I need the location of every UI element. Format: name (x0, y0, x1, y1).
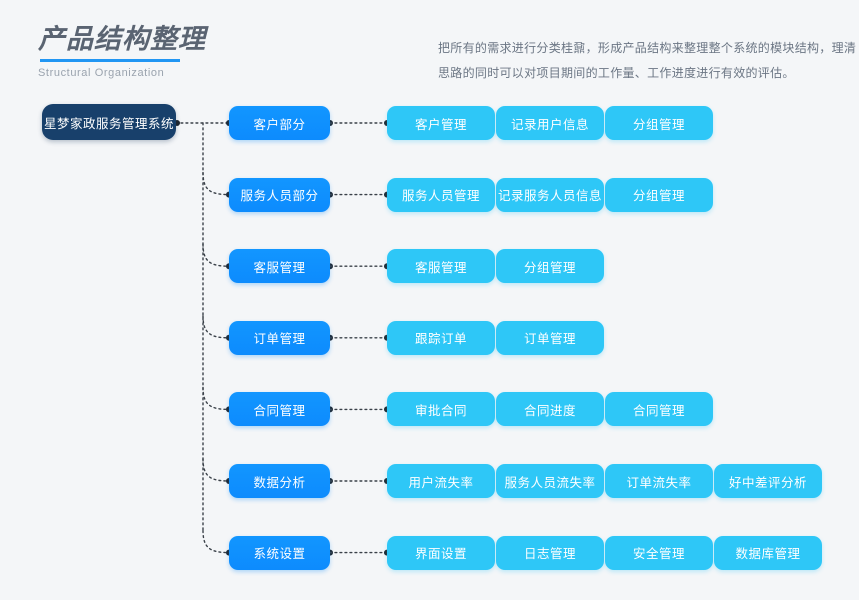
node-label: 分组管理 (632, 117, 685, 132)
node-label: 分组管理 (523, 260, 576, 275)
node-label: 客服管理 (414, 260, 467, 275)
root-node[interactable]: 星梦家政服务管理系统 (42, 104, 176, 140)
description-line: 思路的同时可以对项目期间的工作量、工作进度进行有效的评估。 (438, 66, 795, 80)
leaf-node-2-3[interactable]: 分组管理 (605, 177, 713, 212)
node-label: 合同管理 (632, 403, 685, 418)
leaf-node-4-2[interactable]: 订单管理 (496, 320, 604, 355)
node-label: 服务人员管理 (401, 189, 480, 204)
leaf-node-5-1[interactable]: 审批合同 (387, 392, 495, 427)
leaf-node-5-2[interactable]: 合同进度 (496, 392, 604, 427)
title-underline (40, 59, 180, 62)
node-label: 服务人员流失率 (504, 475, 596, 490)
branch-node-1[interactable]: 客户部分 (229, 106, 330, 140)
leaf-node-6-3[interactable]: 订单流失率 (605, 464, 713, 498)
node-label: 记录用户信息 (510, 117, 589, 132)
node-label: 服务人员部分 (240, 189, 319, 204)
node-label: 界面设置 (414, 547, 467, 562)
branch-node-3[interactable]: 客服管理 (229, 249, 330, 284)
page-subtitle: Structural Organization (38, 67, 165, 79)
node-label: 用户流失率 (408, 475, 474, 490)
node-label: 记录服务人员信息 (497, 189, 602, 204)
leaf-node-6-1[interactable]: 用户流失率 (387, 464, 495, 498)
leaf-node-6-2[interactable]: 服务人员流失率 (496, 464, 604, 498)
node-label: 跟踪订单 (414, 332, 467, 347)
leaf-node-7-2[interactable]: 日志管理 (496, 535, 604, 570)
node-label: 审批合同 (414, 403, 467, 418)
branch-node-6[interactable]: 数据分析 (229, 464, 330, 498)
leaf-node-3-1[interactable]: 客服管理 (387, 249, 495, 284)
leaf-node-2-2[interactable]: 记录服务人员信息 (496, 177, 604, 212)
leaf-node-7-1[interactable]: 界面设置 (387, 535, 495, 570)
leaf-node-3-2[interactable]: 分组管理 (496, 249, 604, 284)
node-label: 数据分析 (253, 475, 306, 490)
branch-node-5[interactable]: 合同管理 (229, 392, 330, 427)
page-title: 产品结构整理 (38, 24, 206, 54)
leaf-node-2-1[interactable]: 服务人员管理 (387, 177, 495, 212)
branch-node-2[interactable]: 服务人员部分 (229, 177, 330, 212)
description-block: 把所有的需求进行分类桂鼐，形成产品结构来整理整个系统的模块结构，理清 思路的同时… (438, 36, 857, 86)
leaf-node-6-4[interactable]: 好中差评分析 (714, 464, 822, 498)
leaf-node-7-4[interactable]: 数据库管理 (714, 535, 822, 570)
node-label: 订单管理 (523, 332, 576, 347)
header-block: 产品结构整理 Structural Organization (38, 22, 206, 79)
node-label: 分组管理 (632, 189, 685, 204)
leaf-node-1-2[interactable]: 记录用户信息 (496, 106, 604, 140)
node-label: 合同进度 (523, 403, 576, 418)
node-label: 订单流失率 (626, 475, 692, 490)
node-label: 客服管理 (253, 260, 306, 275)
branch-node-4[interactable]: 订单管理 (229, 320, 330, 355)
description-line: 把所有的需求进行分类桂鼐，形成产品结构来整理整个系统的模块结构，理清 (438, 41, 857, 55)
node-label: 好中差评分析 (728, 475, 807, 490)
node-label: 客户管理 (414, 117, 467, 132)
leaf-node-5-3[interactable]: 合同管理 (605, 392, 713, 427)
node-label: 客户部分 (253, 117, 306, 132)
node-label: 星梦家政服务管理系统 (43, 116, 174, 131)
branch-node-7[interactable]: 系统设置 (229, 535, 330, 570)
node-label: 日志管理 (523, 547, 576, 562)
leaf-node-1-3[interactable]: 分组管理 (605, 106, 713, 140)
node-label: 数据库管理 (735, 547, 801, 562)
leaf-node-7-3[interactable]: 安全管理 (605, 535, 713, 570)
node-label: 系统设置 (253, 547, 306, 562)
node-label: 合同管理 (253, 403, 306, 418)
leaf-node-4-1[interactable]: 跟踪订单 (387, 320, 495, 355)
node-label: 订单管理 (253, 332, 306, 347)
node-label: 安全管理 (632, 547, 685, 562)
leaf-node-1-1[interactable]: 客户管理 (387, 106, 495, 140)
